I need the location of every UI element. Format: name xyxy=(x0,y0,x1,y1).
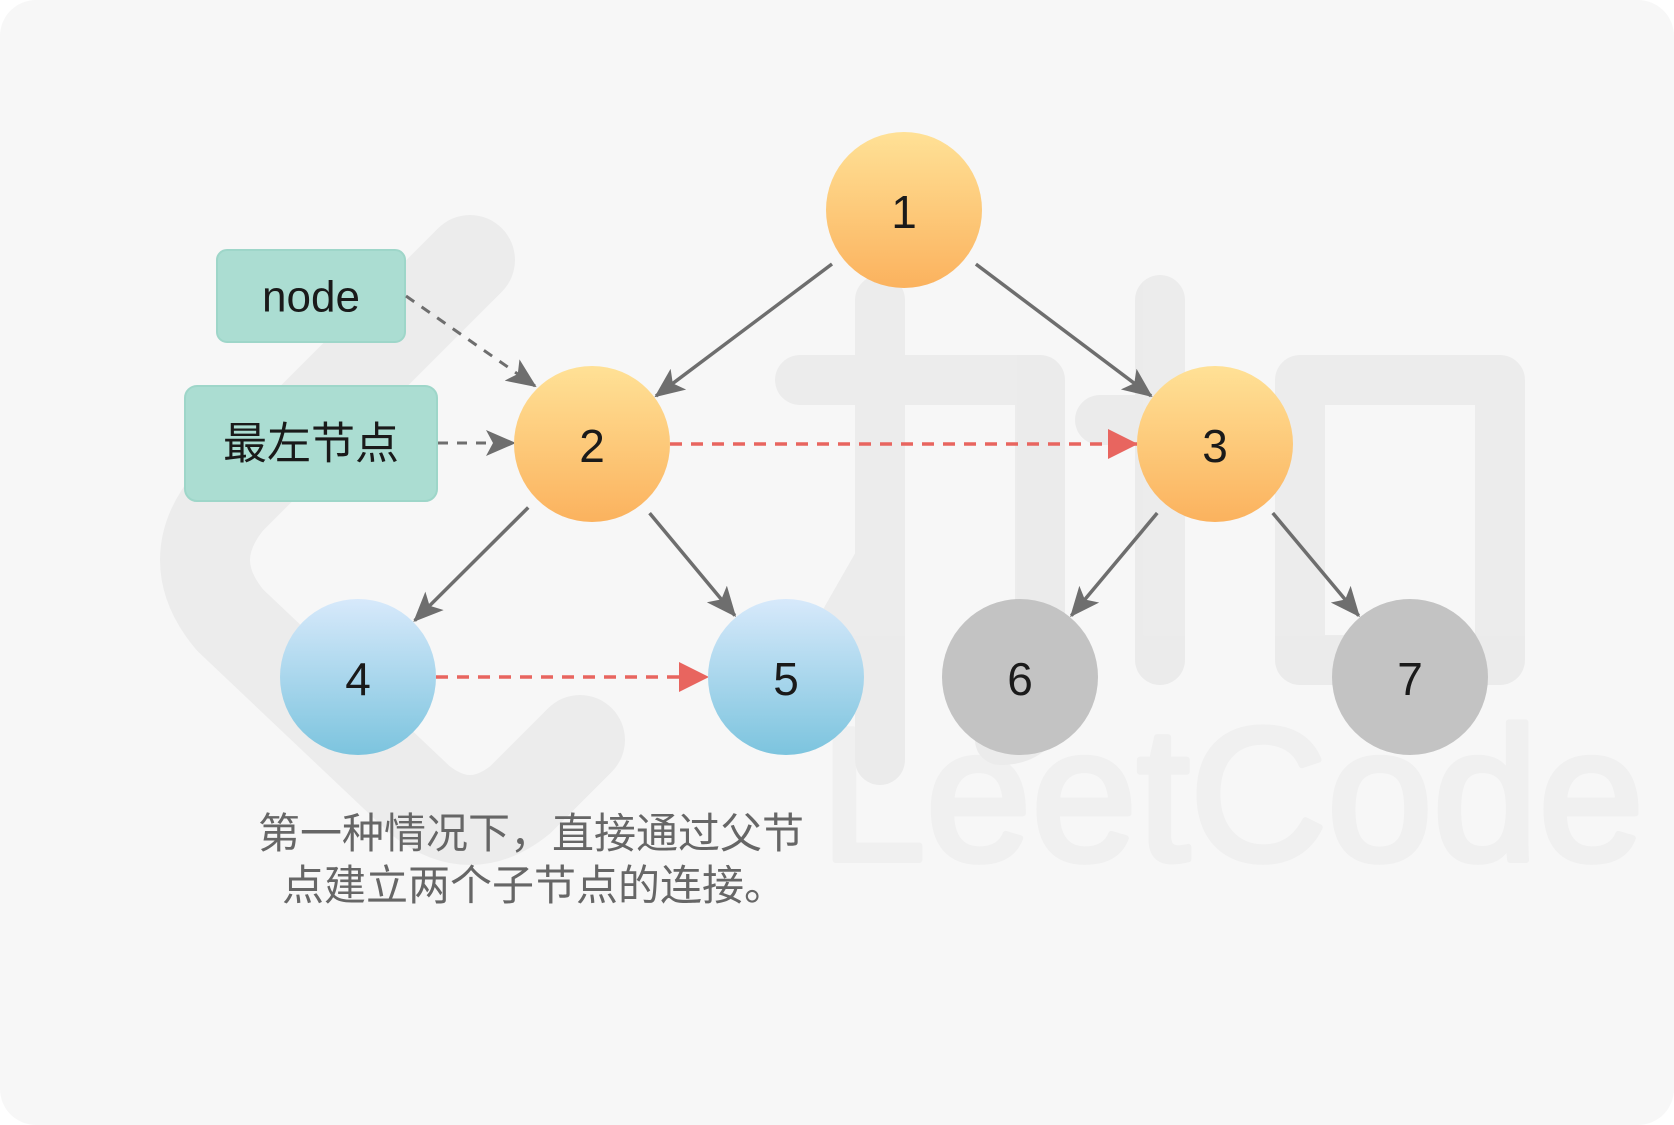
next-links xyxy=(436,429,1138,692)
tree-node-2: 2 xyxy=(514,366,670,522)
tree-node-6: 6 xyxy=(942,599,1098,755)
tree-node-5-circle xyxy=(708,599,864,755)
tag-leftmost: 最左节点 xyxy=(184,385,438,502)
tree-node-4: 4 xyxy=(280,599,436,755)
tree-edge-2-4 xyxy=(413,506,530,622)
tree-node-4-label: 4 xyxy=(345,653,371,705)
tag-node: node xyxy=(216,249,406,343)
caption-line-2: 点建立两个子节点的连接。 xyxy=(282,861,786,910)
tree-node-2-label: 2 xyxy=(579,420,605,472)
tree-node-5-label: 5 xyxy=(773,653,799,705)
tree-node-3: 3 xyxy=(1137,366,1293,522)
tree-node-6-label: 6 xyxy=(1007,653,1033,705)
tree-edge-1-2 xyxy=(654,262,834,398)
tag-leftmost-label: 最左节点 xyxy=(223,420,399,469)
caption-line-1: 第一种情况下，直接通过父节 xyxy=(258,809,804,858)
tree-node-6-circle xyxy=(942,599,1098,755)
pointer-tags: node 最左节点 xyxy=(184,249,537,502)
watermark-logo-mark xyxy=(160,215,625,865)
tree-node-4-circle xyxy=(280,599,436,755)
tree-node-5: 5 xyxy=(708,599,864,755)
tree-node-7-circle xyxy=(1332,599,1488,755)
watermark-logo-wordmark: LeetCode xyxy=(820,689,1644,901)
tree-edge-2-5 xyxy=(648,512,737,618)
tag-node-label: node xyxy=(262,273,360,322)
tree-nodes: 1 2 3 4 5 6 7 xyxy=(280,132,1488,755)
tag-node-arrow xyxy=(405,294,537,388)
tree-edges xyxy=(413,262,1360,622)
tree-edge-3-7 xyxy=(1271,511,1360,618)
tree-edge-3-6 xyxy=(1070,511,1159,618)
tree-node-3-label: 3 xyxy=(1202,420,1228,472)
tree-node-1-label: 1 xyxy=(891,186,917,238)
tree-node-1: 1 xyxy=(826,132,982,288)
tree-node-7: 7 xyxy=(1332,599,1488,755)
tree-node-2-circle xyxy=(514,366,670,522)
tag-node-box xyxy=(216,249,406,343)
tree-edge-1-3 xyxy=(974,262,1153,398)
tree-node-7-label: 7 xyxy=(1397,653,1423,705)
tree-node-1-circle xyxy=(826,132,982,288)
tag-leftmost-box xyxy=(184,385,438,502)
tree-node-3-circle xyxy=(1137,366,1293,522)
